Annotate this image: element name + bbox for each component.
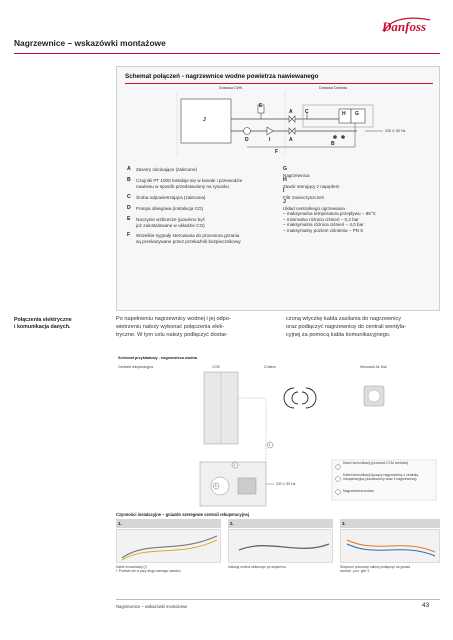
legend-h: HZawór sterujący z napędem — [283, 177, 340, 189]
legend-g: GNagrzewnica — [283, 166, 310, 178]
step-1-photo — [116, 529, 221, 563]
power-label: 230 V, 50 Hz — [276, 482, 296, 486]
legend-i: IFiltr zanieczyszczeń — [283, 188, 325, 200]
unit-label: Centrala rekuperacyjna — [118, 365, 154, 369]
supply-cwk-label: Dostawa CWK — [219, 86, 243, 90]
diagram-label-g: G — [355, 111, 359, 117]
diagram-label-b: B — [331, 141, 335, 147]
section-paragraph-col2: czoną wtyczkę kabla zasilania do nagrzew… — [286, 316, 407, 338]
step-3-header: 3. — [340, 519, 440, 528]
marker-2: 2 — [233, 462, 236, 467]
supply-danfoss-label: Dostawa Danfoss — [319, 86, 348, 90]
marker-1: 1 — [268, 442, 271, 447]
zwave-label: Z-Wave — [264, 365, 276, 369]
page-number: 43 — [422, 602, 430, 609]
voltage-label: 230 V, 50 Hz — [385, 129, 406, 133]
step-3-caption: Skręcone przewody należy podłączyć do gn… — [340, 565, 411, 574]
controller-label: Sterownik Air Dial — [360, 365, 387, 369]
step-1-caption: Kable komunikacji (I) I: Przewiń nie w p… — [116, 565, 182, 574]
diagram-label-e: E — [259, 103, 263, 109]
example-title: Schemat przykładowy - nagrzewnica wodna — [118, 356, 197, 360]
diagram-label-a-bottom: A — [289, 137, 293, 143]
section-heading: Połączenia elektryczne i komunikacja dan… — [14, 317, 72, 331]
step-2-caption: Instację można obkarczyć po skręceniu. — [228, 565, 287, 569]
marker-3: 3 — [214, 483, 217, 488]
steps-title: Czynności instalacyjne – gniazdo szerego… — [116, 512, 249, 517]
key-item-3: Nagrzewnica wodna — [343, 489, 374, 493]
schematic-divider — [125, 83, 433, 84]
example-diagram: Schemat przykładowy - nagrzewnica wodna … — [116, 354, 440, 511]
diagram-label-i: I — [269, 137, 271, 143]
footer-text: Nagrzewnice – wskazówki montażowe — [116, 604, 188, 609]
page-title: Nagrzewnice – wskazówki montażowe — [14, 38, 166, 48]
diagram-label-d: D — [245, 137, 249, 143]
step-2-photo — [228, 529, 333, 563]
svg-text:Danfoss: Danfoss — [381, 19, 426, 34]
example-graphic — [199, 371, 437, 507]
diagram-label-j: J — [203, 117, 206, 123]
step-2-header: 2. — [228, 519, 333, 528]
diagram-label-a-top: A — [289, 109, 293, 115]
step-3-photo — [340, 529, 440, 563]
legend-j: JUkład centralnego ogrzewania – maksymal… — [283, 199, 376, 233]
schematic-title: Schemat połączeń - nagrzewnice wodne pow… — [125, 73, 319, 80]
diagram-label-f: F — [275, 149, 279, 155]
ccm-label: CCM — [212, 365, 220, 369]
footer-divider — [116, 599, 440, 600]
key-item-1: Kabel komunikacji (przewód CCM centrala) — [343, 461, 409, 465]
diagram-label-h: H — [342, 111, 346, 117]
section-paragraph-col1: Po napełnieniu nagrzewnicy wodnej i jej … — [116, 316, 231, 338]
schematic-panel: Schemat połączeń - nagrzewnice wodne pow… — [116, 66, 440, 311]
key-item-2: Kabel komunikacji łączący nagrzewnicę z … — [343, 473, 419, 481]
piping-diagram — [176, 91, 383, 155]
danfoss-logo: Danfoss — [381, 17, 431, 34]
diagram-label-c: C — [305, 109, 309, 115]
title-divider — [14, 53, 440, 54]
step-1-header: 1. — [116, 519, 221, 528]
